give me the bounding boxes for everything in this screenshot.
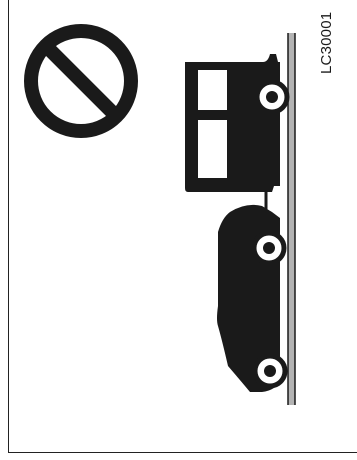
figure-code-label: LC30001	[318, 0, 336, 74]
towed-car-icon	[217, 205, 285, 392]
road-surface	[288, 33, 295, 405]
towing-vehicle-icon	[185, 54, 287, 192]
prohibition-icon	[31, 31, 131, 131]
